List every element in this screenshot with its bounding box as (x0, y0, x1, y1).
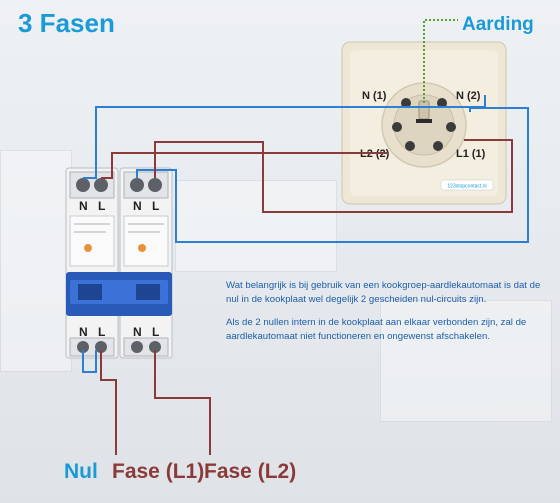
earth-label: Aarding (462, 14, 534, 35)
pin-hole (392, 122, 402, 132)
pin-hole (401, 98, 411, 108)
socket-label-l1: L1 (1) (456, 148, 486, 160)
info-paragraph-2: Als de 2 nullen intern in de kookplaat a… (226, 317, 527, 342)
incoming-phase-l2-wire (154, 350, 211, 455)
socket-label-n2: N (2) (456, 90, 481, 102)
earth-wire (423, 19, 458, 103)
label-fase-l1: Fase (L1) (112, 460, 205, 483)
test-button (84, 244, 92, 252)
brand-text: 123stopcontact.nl (447, 184, 486, 190)
wall-socket: 123stopcontact.nl N (1) N (2) L2 (2) L1 … (341, 41, 507, 205)
pin-hole (433, 141, 443, 151)
test-button (138, 244, 146, 252)
label-fase-l2: Fase (L2) (204, 460, 297, 483)
breaker-right-top-n: N (133, 199, 142, 213)
pin-hole (405, 141, 415, 151)
breaker-right-bottom-n: N (133, 325, 142, 339)
neutral-wire-n2 (136, 107, 529, 243)
breaker-left-bottom-n: N (79, 325, 88, 339)
phase-wire-l2 (101, 152, 388, 179)
background-panel (0, 150, 72, 372)
breaker-left-top-n: N (79, 199, 88, 213)
page-title: 3 Fasen (18, 8, 115, 38)
breaker-right-bottom-l: L (152, 325, 159, 339)
circuit-breaker: N L N L N L N L (65, 167, 173, 359)
pin-hole (446, 122, 456, 132)
background-panel (380, 300, 552, 422)
breaker-left-top-l: L (98, 199, 105, 213)
incoming-phase-l1-wire (100, 350, 117, 455)
brand-badge (440, 179, 494, 191)
background-panel (175, 180, 337, 272)
info-text: Wat belangrijk is bij gebruik van een ko… (226, 279, 546, 353)
breaker-left-bottom-l: L (98, 325, 105, 339)
breaker-right-top-l: L (152, 199, 159, 213)
neutral-wire-n1 (83, 95, 486, 179)
label-nul: Nul (64, 460, 98, 483)
earth-pin (418, 100, 430, 120)
info-paragraph-1: Wat belangrijk is bij gebruik van een ko… (226, 280, 541, 305)
incoming-neutral-wire (82, 350, 97, 373)
socket-label-n1: N (1) (362, 90, 387, 102)
pin-hole (437, 98, 447, 108)
phase-wire-l1 (154, 139, 513, 213)
